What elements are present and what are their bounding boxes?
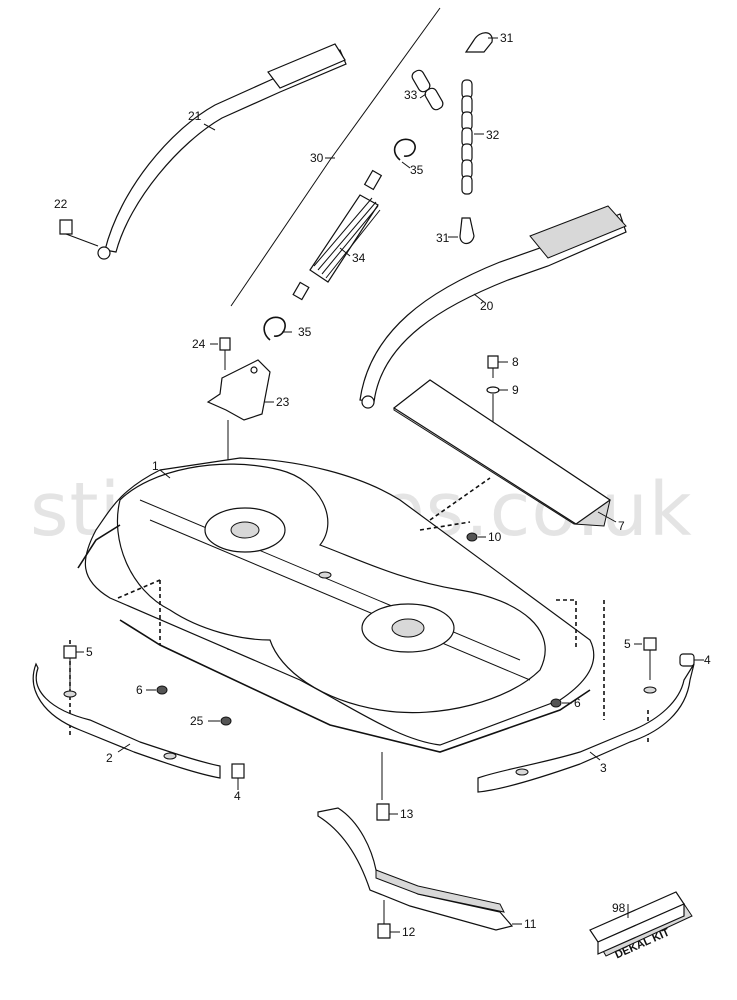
bolt-5-left <box>63 645 77 690</box>
part-label-4-right: 4 <box>704 653 711 667</box>
part-label-6-left: 6 <box>136 683 143 697</box>
lift-arm-21 <box>97 43 347 260</box>
bolt-8 <box>487 355 499 378</box>
nut-6-right <box>550 698 562 708</box>
link-33 <box>411 69 444 111</box>
part-label-25: 25 <box>190 714 204 728</box>
part-label-22: 22 <box>54 197 68 211</box>
cover-plate-7 <box>392 379 612 527</box>
part-label-30: 30 <box>310 151 324 165</box>
hook-31-bottom <box>459 217 475 245</box>
lift-arm-20 <box>359 205 627 409</box>
bolt-12 <box>377 900 391 939</box>
part-label-13: 13 <box>400 807 414 821</box>
part-labels: 31 33 32 21 30 35 22 31 34 20 35 24 8 9 … <box>54 31 711 939</box>
part-label-5-left: 5 <box>86 645 93 659</box>
part-label-10: 10 <box>488 530 502 544</box>
bumper-2 <box>32 662 221 779</box>
s-hook-35-top <box>393 138 416 161</box>
part-label-1: 1 <box>152 459 159 473</box>
hook-31-top <box>464 32 493 53</box>
part-label-2: 2 <box>106 751 113 765</box>
part-label-31-top: 31 <box>500 31 514 45</box>
part-label-98: 98 <box>612 901 626 915</box>
part-label-9: 9 <box>512 383 519 397</box>
bumper-3 <box>477 663 695 793</box>
pin-13 <box>376 803 390 821</box>
part-label-5-right: 5 <box>624 637 631 651</box>
part-label-32: 32 <box>486 128 500 142</box>
decal-kit-98: DEKAL KIT <box>589 891 693 961</box>
part-label-24: 24 <box>192 337 206 351</box>
chain-32 <box>461 79 473 195</box>
part-label-4-left: 4 <box>234 789 241 803</box>
bolt-22 <box>59 219 99 247</box>
part-label-12: 12 <box>402 925 416 939</box>
guide-line-plate <box>419 477 491 531</box>
mower-deck-1 <box>77 457 595 753</box>
nut-25 <box>220 716 232 726</box>
part-label-11: 11 <box>524 917 537 931</box>
part-label-7: 7 <box>618 519 625 533</box>
bracket-23 <box>206 359 271 421</box>
bolt-24 <box>219 337 231 370</box>
part-label-20: 20 <box>480 299 494 313</box>
part-label-34: 34 <box>352 251 366 265</box>
part-label-35-top: 35 <box>410 163 424 177</box>
part-label-3: 3 <box>600 761 607 775</box>
washer-9 <box>486 386 500 394</box>
part-label-31-bottom: 31 <box>436 231 450 245</box>
part-label-33: 33 <box>404 88 418 102</box>
part-label-21: 21 <box>188 109 202 123</box>
bolt-5-right <box>643 637 657 680</box>
bumper-end-cap-4-left <box>231 763 245 779</box>
nut-6-left <box>156 685 168 695</box>
part-label-23: 23 <box>276 395 290 409</box>
group-30-bracket <box>230 7 441 307</box>
bracket-11 <box>317 807 514 931</box>
nut-10 <box>466 532 478 542</box>
part-label-8: 8 <box>512 355 519 369</box>
part-label-6-right: 6 <box>574 696 581 710</box>
spring-34 <box>292 169 383 301</box>
bumper-end-cap-4-right <box>679 653 695 667</box>
part-label-35-bottom: 35 <box>298 325 312 339</box>
s-hook-35-bottom <box>263 316 286 341</box>
